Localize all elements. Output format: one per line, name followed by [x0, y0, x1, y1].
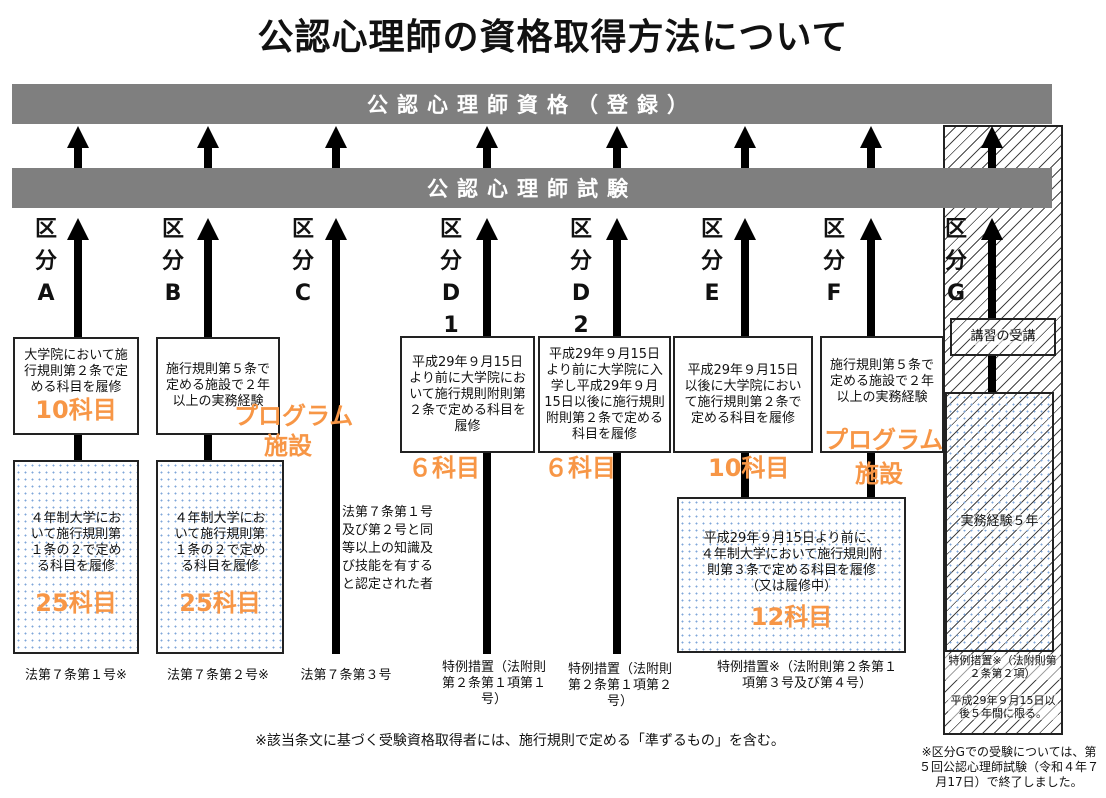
- arrow-up-icon: [325, 126, 347, 148]
- path-line: [867, 452, 875, 498]
- facility-label: 施設: [855, 460, 903, 488]
- path-line: [74, 236, 82, 338]
- kubun-b-undergrad-box: ４年制大学において施行規則第１条の２で定める科目を履修 25科目: [156, 460, 284, 654]
- box-text: ４年制大学において施行規則第１条の２で定める科目を履修: [174, 511, 266, 574]
- kubun-d2-box: 平成29年９月15日より前に大学院に入学し平成29年９月15日以後に施行規則附則…: [538, 336, 671, 453]
- path-line: [483, 236, 491, 338]
- kubun-ef-undergrad-box: 平成29年９月15日より前に、４年制大学において施行規則附則第３条で定める科目を…: [677, 497, 906, 653]
- arrow-shaft: [741, 142, 749, 168]
- box-text: 大学院において施行規則第２条で定める科目を履修: [23, 348, 128, 395]
- kubun-g-course-box: 講習の受講: [950, 318, 1056, 356]
- box-text: 施行規則第５条で定める施設で２年以上の実務経験: [829, 358, 934, 405]
- program-label: プログラム: [234, 402, 354, 430]
- arrow-up-icon: [860, 126, 882, 148]
- arrow-up-icon: [325, 218, 347, 240]
- page-title: 公認心理師の資格取得方法について: [257, 17, 849, 58]
- kubun-a-undergrad-box: ４年制大学において施行規則第１条の２で定める科目を履修 25科目: [13, 460, 139, 654]
- qualification-banner: 公認心理師資格（登録）: [12, 84, 1052, 124]
- kubun-g-experience-box: 実務経験５年: [945, 392, 1054, 652]
- kubun-b-facility-box: 施行規則第５条で定める施設で２年以上の実務経験: [156, 337, 280, 435]
- subject-count: 25科目: [179, 589, 261, 617]
- box-text: 平成29年９月15日より前に大学院に入学し平成29年９月15日以後に施行規則附則…: [544, 346, 665, 442]
- arrow-up-icon: [734, 126, 756, 148]
- footer-kubun-ef: 特例措置※（法附則第２条第１項第３号及び第４号）: [717, 660, 897, 691]
- facility-label: 施設: [264, 432, 312, 460]
- footnote-kubun-g: ※区分Gでの受験については、第５回公認心理師試験（令和４年７月17日）で終了しま…: [918, 745, 1099, 789]
- arrow-up-icon: [67, 126, 89, 148]
- footer-kubun-d1: 特例措置（法附則第２条第１項第１号）: [441, 660, 546, 707]
- arrow-shaft: [332, 142, 340, 168]
- box-text: 講習の受講: [970, 329, 1036, 345]
- path-line: [483, 452, 491, 654]
- box-text: 平成29年９月15日以後に大学院において施行規則第２条で定める科目を履修: [684, 362, 802, 426]
- path-line: [204, 236, 212, 338]
- footer-kubun-d2: 特例措置（法附則第２条第１項第２号）: [567, 662, 672, 709]
- subject-count: ６科目: [408, 454, 480, 482]
- path-line: [613, 236, 621, 338]
- kubun-e-box: 平成29年９月15日以後に大学院において施行規則第２条で定める科目を履修: [673, 336, 813, 453]
- kubun-f-box: 施行規則第５条で定める施設で２年以上の実務経験: [820, 336, 944, 453]
- subject-count: 10科目: [708, 454, 790, 482]
- arrow-up-icon: [67, 218, 89, 240]
- path-line: [867, 236, 875, 338]
- path-line: [741, 452, 749, 498]
- arrow-shaft: [483, 142, 491, 168]
- footer-kubun-g-measure: 特例措置※（法附則第２条第２項）: [945, 654, 1060, 680]
- arrow-up-icon: [606, 218, 628, 240]
- path-line: [74, 434, 82, 462]
- kubun-d1-box: 平成29年９月15日より前に大学院において施行規則附則第２条で定める科目を履修: [400, 336, 535, 453]
- subject-count: 10科目: [35, 396, 117, 424]
- footnote-main: ※該当条文に基づく受験資格取得者には、施行規則で定める「準ずるもの」を含む。: [255, 733, 785, 749]
- box-text: ４年制大学において施行規則第１条の２で定める科目を履修: [30, 511, 122, 574]
- path-line: [988, 236, 996, 320]
- arrow-up-icon: [476, 126, 498, 148]
- program-label: プログラム: [824, 426, 944, 454]
- kubun-a-graduate-box: 大学院において施行規則第２条で定める科目を履修 10科目: [13, 337, 139, 435]
- arrow-shaft: [204, 142, 212, 168]
- subject-count: 25科目: [35, 589, 117, 617]
- path-line: [204, 434, 212, 462]
- arrow-shaft: [867, 142, 875, 168]
- arrow-shaft: [74, 142, 82, 168]
- path-line: [613, 452, 621, 654]
- path-line: [332, 236, 340, 654]
- footer-kubun-b: 法第７条第２号※: [167, 668, 269, 683]
- box-text: 施行規則第５条で定める施設で２年以上の実務経験: [166, 362, 271, 409]
- arrow-up-icon: [981, 218, 1003, 240]
- arrow-shaft: [613, 142, 621, 168]
- arrow-up-icon: [197, 126, 219, 148]
- arrow-up-icon: [734, 218, 756, 240]
- subject-count: ６科目: [544, 454, 616, 482]
- box-text: 平成29年９月15日より前に、４年制大学において施行規則附則第３条で定める科目を…: [700, 531, 883, 594]
- arrow-up-icon: [860, 218, 882, 240]
- kubun-c-text: 法第７条第１号及び第２号と同等以上の知識及び技能を有すると認定された者: [342, 505, 434, 592]
- exam-banner: 公認心理師試験: [12, 168, 1052, 208]
- footer-kubun-c: 法第７条第３号: [300, 668, 392, 683]
- arrow-up-icon: [197, 218, 219, 240]
- path-line: [988, 354, 996, 394]
- box-text: 実務経験５年: [960, 514, 1039, 530]
- path-line: [741, 236, 749, 338]
- arrow-shaft: [988, 142, 996, 168]
- box-text: 平成29年９月15日より前に大学院において施行規則附則第２条で定める科目を履修: [408, 354, 526, 434]
- footer-kubun-a: 法第７条第１号※: [25, 668, 127, 683]
- footer-kubun-g-period: 平成29年９月15日以後５年間に限る。: [948, 694, 1058, 720]
- subject-count: 12科目: [750, 603, 833, 631]
- arrow-up-icon: [981, 126, 1003, 148]
- arrow-up-icon: [606, 126, 628, 148]
- arrow-up-icon: [476, 218, 498, 240]
